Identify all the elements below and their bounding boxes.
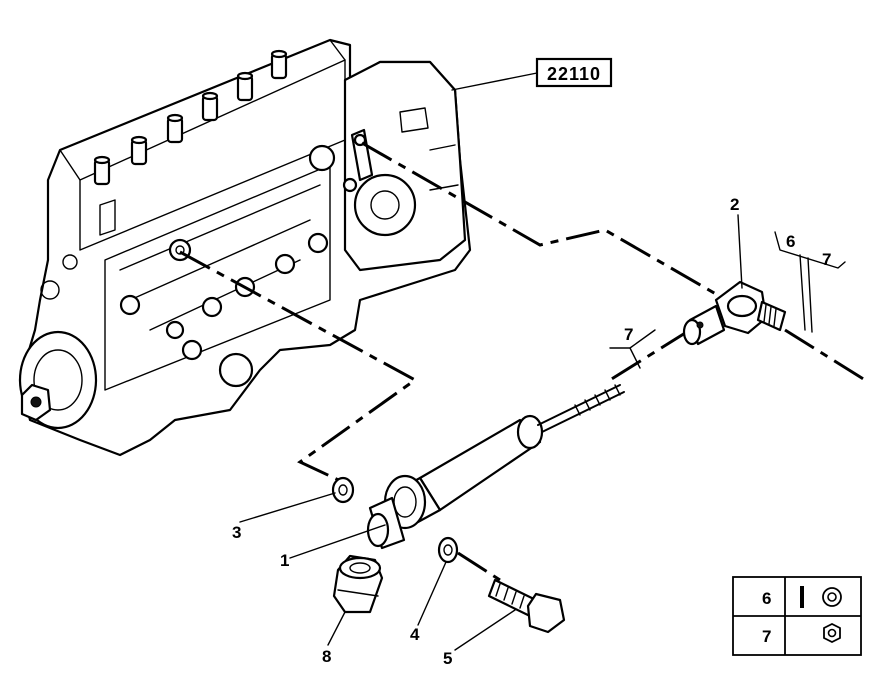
reference-number-box: 22110 <box>451 57 613 91</box>
callout-3: 3 <box>232 523 241 542</box>
drive-flange <box>18 254 98 430</box>
callout-6: 6 <box>786 232 795 251</box>
nut-8 <box>332 554 384 614</box>
bolt-5 <box>487 578 566 634</box>
washer-3 <box>331 476 355 504</box>
pump-plungers <box>93 49 288 186</box>
damper-cylinder <box>366 384 625 550</box>
washer-4 <box>437 536 459 564</box>
injection-pump-assembly <box>18 38 472 457</box>
callout-1: 1 <box>280 551 289 570</box>
legend-row-6-number: 6 <box>762 589 771 608</box>
callout-7-rod-end: 7 <box>822 250 831 269</box>
callout-4: 4 <box>410 625 420 644</box>
callout-5: 5 <box>443 649 452 668</box>
nut-icon <box>823 622 841 644</box>
rod-end <box>682 280 787 346</box>
legend-row-7-number: 7 <box>762 627 771 646</box>
callout-2: 2 <box>730 195 739 214</box>
connection-lines <box>179 141 866 582</box>
reference-number: 22110 <box>547 64 601 84</box>
bar-and-circle-icon <box>800 586 842 608</box>
leader-lines <box>239 214 846 651</box>
legend-table: 6 7 <box>732 576 862 656</box>
callout-8: 8 <box>322 647 331 666</box>
callout-numbers: 3 1 2 6 7 7 4 5 8 <box>232 195 831 668</box>
callout-7-rod: 7 <box>624 325 633 344</box>
